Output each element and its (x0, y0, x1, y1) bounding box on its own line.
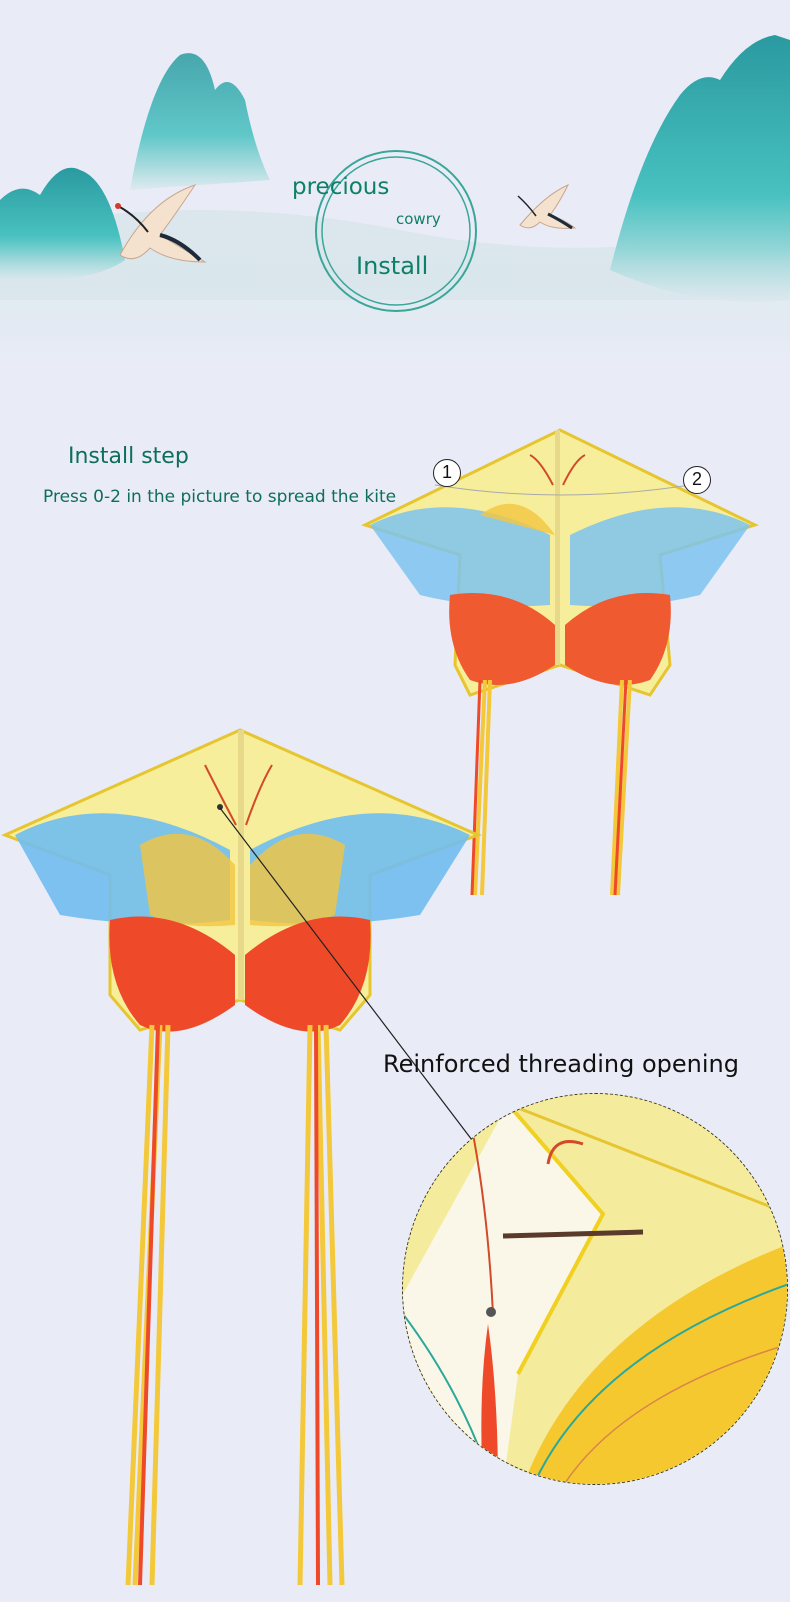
kite-photo-large (0, 725, 490, 1595)
zoom-detail-circle (402, 1093, 788, 1485)
install-step-description: Press 0-2 in the picture to spread the k… (43, 487, 397, 507)
marker-1: 1 (433, 459, 461, 487)
badge-word-install: Install (356, 252, 429, 280)
callout-label: Reinforced threading opening (383, 1050, 739, 1078)
crane-left-illustration (115, 184, 207, 263)
install-step-title: Install step (68, 444, 189, 469)
crane-right-illustration (517, 183, 577, 230)
badge-inner-ring (321, 156, 471, 306)
banner-scene (0, 0, 790, 360)
badge-outer-ring (315, 150, 477, 312)
mountain-landscape-illustration (0, 0, 790, 360)
badge-word-precious: precious (292, 174, 390, 200)
kite-photo-small (360, 425, 770, 915)
marker-2: 2 (683, 466, 711, 494)
zoom-detail-illustration (403, 1094, 787, 1484)
badge-word-cowry: cowry (396, 210, 441, 228)
